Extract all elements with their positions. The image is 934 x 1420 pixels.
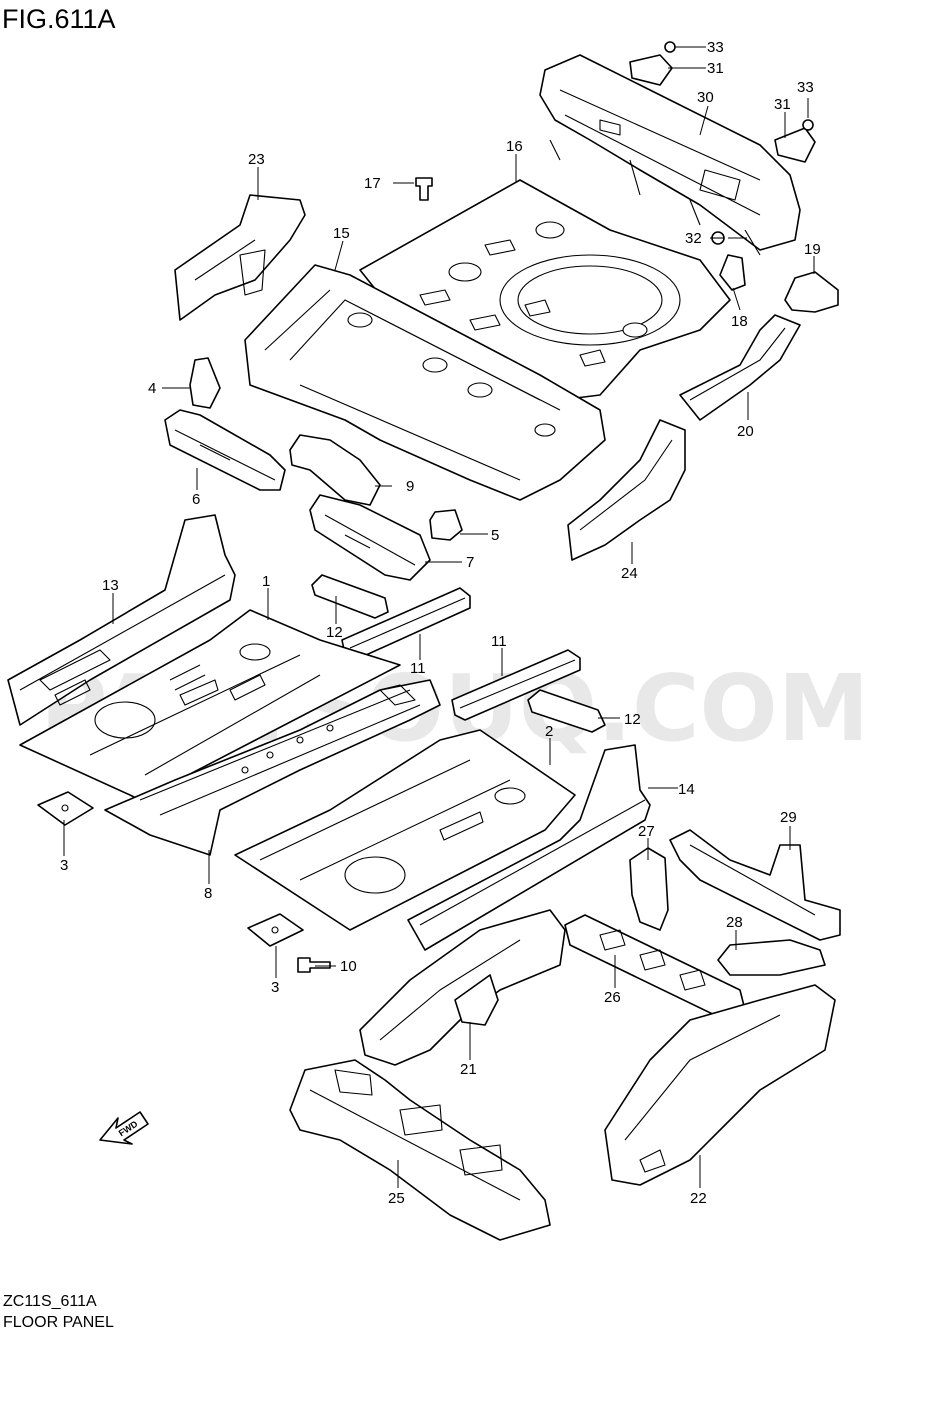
callout-26: 26	[604, 989, 621, 1006]
part-18-bracket	[784, 271, 839, 313]
part-19-bolt	[415, 177, 433, 201]
callout-3-b: 3	[271, 979, 279, 996]
part-29-rear-cross-member	[669, 829, 841, 941]
callout-13: 13	[102, 577, 119, 594]
part-2-front-floor-panel-right	[234, 729, 576, 931]
part-32-bolt	[710, 231, 725, 245]
part-33-nut-b	[802, 119, 814, 131]
part-12-bracket-b	[527, 689, 606, 733]
callout-19: 17	[364, 175, 381, 192]
part-23-rear-side-member	[174, 194, 306, 321]
callout-12-a: 12	[326, 624, 343, 641]
part-3-bracket-b	[247, 913, 304, 947]
callout-2: 2	[545, 723, 553, 740]
part-11-reinforcement-b	[451, 649, 581, 721]
callout-16: 16	[506, 138, 523, 155]
figure-name: FLOOR PANEL	[3, 1314, 114, 1331]
callout-27: 27	[638, 823, 655, 840]
figure-code: ZC11S_611A	[3, 1293, 97, 1310]
leader-lines	[63, 46, 815, 1188]
callout-25: 25	[388, 1190, 405, 1207]
part-26-cross-member	[564, 914, 746, 1021]
callout-21: 21	[460, 1061, 477, 1078]
callout-4: 4	[148, 380, 156, 397]
callout-18: 19	[804, 241, 821, 258]
callout-labels: 33 31 33 31 30 32 17 16 15 23 18 19 20 4…	[60, 39, 821, 1207]
callout-31-a: 31	[707, 60, 724, 77]
part-13-side-sill-inner-left	[7, 514, 236, 726]
part-30-rear-end-panel	[539, 54, 801, 256]
part-3-bracket-a	[37, 791, 94, 826]
fwd-arrow-icon: FWD	[99, 1111, 149, 1145]
part-22-rear-side-frame	[604, 984, 836, 1186]
callout-11-b: 11	[491, 633, 507, 650]
callout-12-b: 12	[624, 711, 641, 728]
part-9-member	[289, 434, 381, 506]
figure-title: FIG.611A	[2, 4, 116, 34]
callout-1: 1	[262, 573, 270, 590]
callout-28: 28	[726, 914, 743, 931]
callout-31-b: 31	[774, 96, 791, 113]
part-25-front-subframe	[289, 1059, 551, 1241]
callout-6: 6	[192, 491, 200, 508]
part-7-cross-member	[309, 494, 431, 581]
callout-11-a: 11	[410, 660, 426, 677]
callout-5: 5	[491, 527, 499, 544]
callout-20: 20	[737, 423, 754, 440]
callout-24: 24	[621, 565, 638, 582]
part-1-front-floor-panel-left	[19, 609, 401, 801]
part-10-bolt	[297, 957, 331, 973]
part-21-front-side-member	[359, 909, 566, 1066]
callout-17: 18	[731, 313, 748, 330]
part-14-side-sill-inner-right	[407, 744, 651, 951]
callout-8: 8	[204, 885, 212, 902]
callout-15: 15	[333, 225, 350, 242]
part-27-bracket	[629, 847, 669, 931]
part-8-front-floor-center-panel	[104, 679, 441, 856]
part-31-bracket-a	[629, 54, 673, 86]
part-24-rear-side-member	[567, 419, 686, 561]
part-5-bracket	[429, 509, 463, 541]
callout-14: 14	[678, 781, 695, 798]
part-31-bracket-b	[774, 127, 816, 163]
part-4-bracket	[189, 357, 221, 409]
callout-29: 29	[780, 809, 797, 826]
part-28-bracket	[717, 939, 826, 976]
callout-9: 9	[406, 478, 414, 495]
part-17-bracket	[719, 254, 746, 291]
part-15-rear-floor-front-panel	[244, 264, 606, 501]
callout-10: 10	[340, 958, 357, 975]
callout-33-b: 33	[797, 79, 814, 96]
callout-30: 30	[697, 89, 714, 106]
callout-32: 32	[685, 230, 702, 247]
callout-23: 23	[248, 151, 265, 168]
callout-3-a: 3	[60, 857, 68, 874]
callout-7: 7	[466, 554, 474, 571]
callout-22: 22	[690, 1190, 707, 1207]
part-33-nut-a	[664, 41, 676, 53]
part-12-bracket-a	[311, 574, 389, 619]
part-20-rear-side-reinforcement	[679, 314, 801, 421]
callout-33-a: 33	[707, 39, 724, 56]
part-6-seat-cross-member	[164, 409, 286, 491]
